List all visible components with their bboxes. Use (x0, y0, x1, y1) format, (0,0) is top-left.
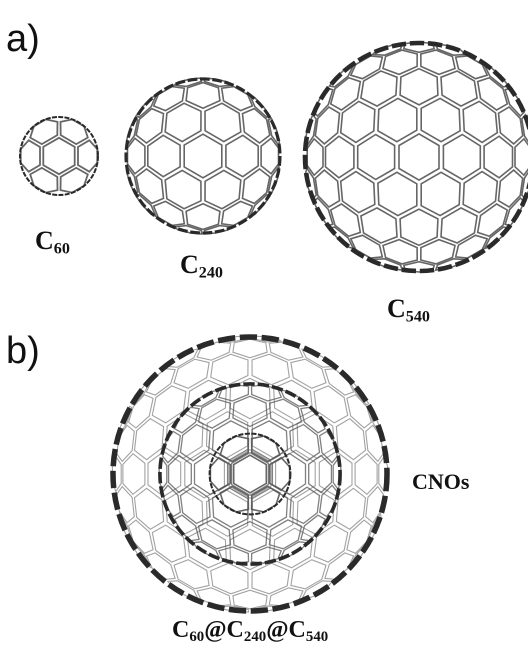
c540-label: C540 (387, 294, 430, 326)
c540-cage (302, 40, 528, 274)
c240-cage (124, 77, 282, 235)
panel-label-b: b) (6, 330, 40, 372)
cnos-label: CNOs (412, 469, 470, 494)
onion-formula-label: C60@C240@C540 (172, 617, 329, 646)
c60-cage (19, 116, 99, 196)
panel-label-a: a) (6, 18, 40, 60)
carbon-nano-onion (110, 334, 390, 614)
c60-label: C60 (35, 226, 70, 258)
c240-label: C240 (180, 250, 223, 282)
